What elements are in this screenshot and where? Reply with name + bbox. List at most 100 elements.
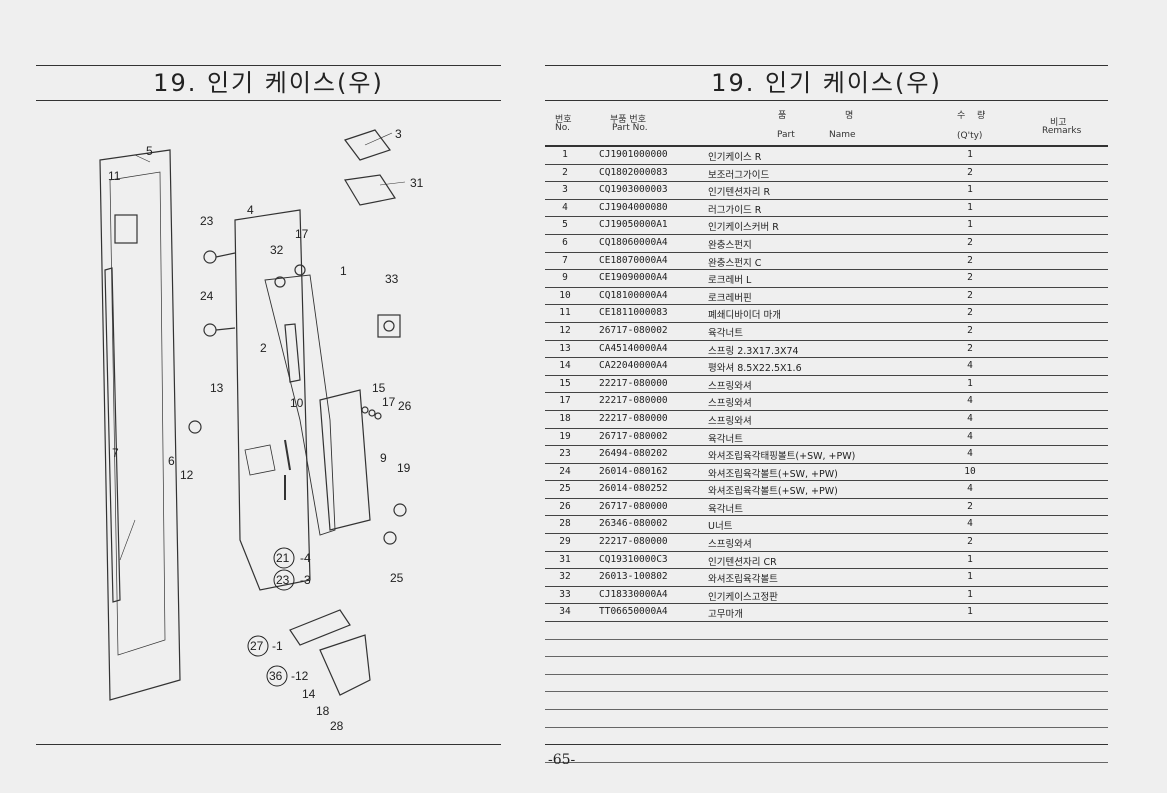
cell-no: 19 — [559, 430, 571, 442]
cell-name: 보조러그가이드 — [708, 169, 770, 181]
cell-name: 와셔조립육각볼트 — [708, 574, 778, 586]
cell-no: 14 — [559, 360, 571, 372]
cell-qty: 2 — [967, 342, 973, 354]
cell-no: 17 — [559, 395, 571, 407]
cell-qty: 2 — [967, 166, 973, 178]
cell-name: 인기케이스고정판 — [708, 591, 778, 603]
cell-name: 완충스펀지 C — [708, 257, 762, 269]
part-bolt-12 — [188, 420, 202, 434]
label-23: 23 — [200, 214, 214, 228]
empty-row — [545, 745, 1108, 763]
cell-name: 인기케이스 R — [708, 152, 762, 163]
cell-no: 13 — [559, 342, 571, 354]
label-17: 17 — [295, 227, 309, 241]
label-26: 26 — [398, 399, 412, 413]
cell-part-no: 22217-080000 — [599, 412, 668, 424]
page-title-left: 19. 인기 케이스(우) — [153, 69, 384, 97]
label-11: 11 — [108, 169, 121, 183]
label-4: 4 — [247, 203, 254, 217]
label-28: 28 — [330, 719, 344, 733]
header-name-en-2: Name — [829, 130, 856, 140]
part-lug-guide — [284, 323, 301, 383]
label-1: 1 — [340, 264, 347, 278]
label-10: 10 — [290, 396, 304, 410]
part-bolt-24 — [203, 323, 217, 337]
cell-part-no: CE18070000A4 — [599, 254, 668, 266]
cell-qty: 2 — [967, 254, 973, 266]
part-case-body — [234, 209, 311, 591]
cell-no: 34 — [559, 606, 571, 618]
cell-name: 스프링와셔 — [708, 398, 752, 410]
cell-no: 5 — [562, 219, 568, 231]
cell-part-no: CJ18330000A4 — [599, 588, 668, 600]
empty-row — [545, 657, 1108, 675]
cell-name: 육각너트 — [708, 327, 743, 339]
label-2: 2 — [260, 341, 267, 355]
cell-part-no: 22217-080000 — [599, 536, 668, 548]
cell-name: 평와셔 8.5X22.5X1.6 — [708, 363, 802, 375]
cell-no: 4 — [562, 201, 568, 213]
cell-qty: 2 — [967, 500, 973, 512]
cell-no: 32 — [559, 571, 571, 583]
header-remarks-en: Remarks — [1042, 126, 1082, 136]
label-25: 25 — [390, 571, 404, 585]
cell-qty: 2 — [967, 536, 973, 548]
label-36: 36 — [269, 669, 283, 683]
cell-part-no: CQ18060000A4 — [599, 236, 668, 248]
parts-table-header: 번호 No. 부품 번호 Part No. 품 명 Part Name 수 량 … — [545, 103, 1108, 147]
empty-row — [545, 710, 1108, 728]
cell-no: 10 — [559, 289, 571, 301]
part-bolt-32 — [274, 276, 286, 288]
cell-no: 24 — [559, 465, 571, 477]
cell-part-no: 26346-080002 — [599, 518, 668, 530]
part-tension-seat-cr — [344, 174, 396, 206]
page-number: -65- — [548, 752, 576, 768]
cell-qty: 10 — [964, 465, 976, 477]
left-title-rule — [36, 100, 501, 101]
cell-no: 7 — [562, 254, 568, 266]
label-14: 14 — [302, 687, 316, 701]
label-32: 32 — [270, 243, 284, 257]
header-no-ko: 번호 — [555, 115, 572, 125]
parts-table: 번호 No. 부품 번호 Part No. 품 명 Part Name 수 량 … — [545, 103, 1108, 763]
header-name-ko-2: 명 — [845, 111, 854, 121]
cell-name: 폐쇄디바이더 마개 — [708, 310, 781, 322]
label-suffix-4: -4 — [300, 551, 311, 565]
part-plug-11 — [114, 214, 138, 244]
cell-no: 6 — [562, 236, 568, 248]
cell-name: 육각너트 — [708, 503, 743, 515]
cell-qty: 4 — [967, 518, 973, 530]
right-bottom-rule — [545, 744, 1108, 745]
header-qty-ko-2: 량 — [977, 111, 986, 121]
cell-no: 3 — [562, 184, 568, 196]
cell-qty: 4 — [967, 430, 973, 442]
label-3: 3 — [395, 127, 402, 141]
cell-no: 2 — [562, 166, 568, 178]
cell-part-no: CJ1904000080 — [599, 201, 668, 213]
cell-name: 와셔조립육각볼트(+SW, +PW) — [708, 486, 838, 498]
cell-name: 와셔조립육각볼트(+SW, +PW) — [708, 468, 838, 480]
cell-name: 스프링와셔 — [708, 539, 752, 551]
cell-no: 31 — [559, 553, 571, 565]
cell-qty: 1 — [967, 184, 973, 196]
cell-no: 18 — [559, 412, 571, 424]
cell-part-no: CE1811000083 — [599, 307, 668, 319]
label-15: 15 — [372, 381, 386, 395]
header-remarks-ko: 비고 — [1050, 118, 1067, 128]
cell-part-no: CA22040000A4 — [599, 360, 668, 372]
cell-qty: 1 — [967, 571, 973, 583]
header-name-en-1: Part — [777, 130, 795, 140]
cell-qty: 2 — [967, 307, 973, 319]
cell-part-no: 26014-080252 — [599, 483, 668, 495]
cell-name: 육각너트 — [708, 433, 743, 445]
